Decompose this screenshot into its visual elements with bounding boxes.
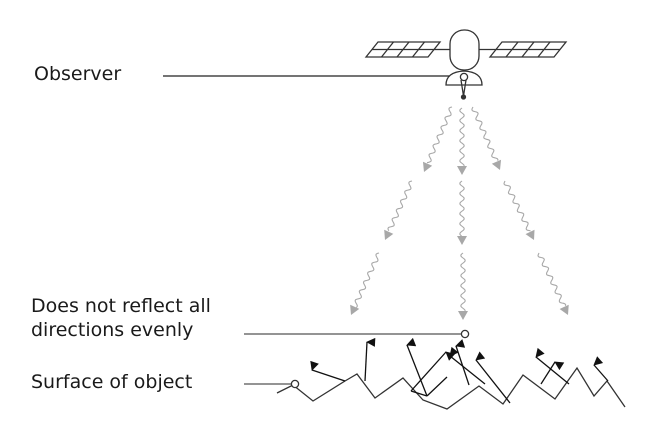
wave-arrow: [471, 106, 499, 161]
reflected-ray: [410, 351, 456, 392]
satellite-body: [449, 29, 480, 71]
satellite-icon: [364, 29, 568, 100]
wave-arrow: [459, 107, 465, 167]
observer-label: Observer: [34, 63, 122, 85]
surface-callout-point: [290, 379, 300, 389]
left-solar-panel: [364, 41, 442, 58]
uneven-reflection-label-line2: directions evenly: [31, 319, 194, 341]
wave-arrowhead: [559, 304, 569, 315]
reflected-ray: [449, 346, 486, 385]
reflected-ray: [426, 376, 448, 397]
reflected-ray: [410, 390, 428, 397]
wave-arrowhead: [525, 229, 535, 240]
reflected-ray: [540, 361, 565, 385]
wave-arrowhead: [457, 166, 467, 175]
wave-arrowhead: [457, 236, 467, 245]
uneven-reflection-label: Does not reflect all directions evenly: [31, 294, 211, 342]
wave-arrow: [459, 180, 465, 237]
incoming-waves: [350, 106, 569, 320]
wave-arrowhead: [458, 311, 468, 320]
reflected-ray: [310, 360, 346, 382]
wave-arrowhead: [422, 161, 433, 172]
surface-label: Surface of object: [31, 371, 193, 393]
observer-point: [459, 72, 469, 82]
uneven-reflection-label-line1: Does not reflect all: [31, 295, 211, 317]
reflected-ray: [406, 337, 428, 397]
reflected-ray: [475, 351, 511, 404]
reflected-ray: [593, 356, 609, 382]
right-solar-panel: [488, 41, 568, 58]
reflection-callout-point: [460, 329, 470, 339]
wave-arrowhead: [384, 229, 394, 240]
wave-arrowhead: [350, 304, 360, 315]
wave-arrow: [503, 180, 531, 232]
wave-arrow: [426, 106, 453, 164]
wave-arrow: [354, 252, 380, 308]
reflected-ray: [535, 347, 570, 385]
rough-surface: [276, 366, 626, 410]
wave-arrowhead: [491, 159, 502, 170]
wave-arrow: [537, 252, 567, 306]
wave-arrow: [387, 180, 413, 232]
reflected-ray: [364, 337, 376, 382]
wave-arrow: [460, 252, 466, 312]
reflected-rays: [310, 337, 609, 404]
